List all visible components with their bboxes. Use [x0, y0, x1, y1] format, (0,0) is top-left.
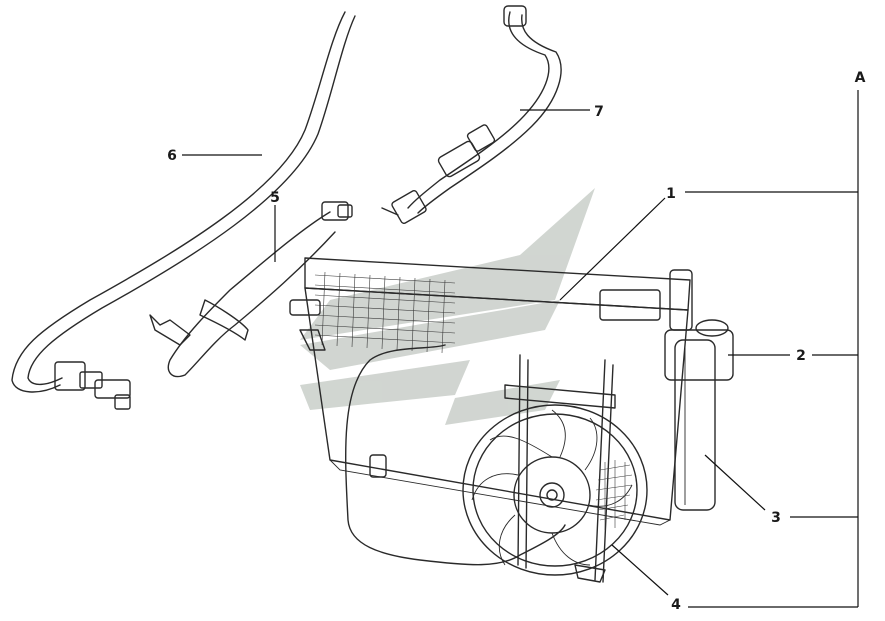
- receiver-drier-part-2-3: [664, 269, 734, 511]
- hose-part-6: [11, 11, 356, 410]
- callout-4: 4: [671, 597, 681, 613]
- condenser-part-1: [289, 257, 691, 566]
- callout-7: 7: [594, 104, 604, 120]
- cooling-fan-part-4: [462, 354, 648, 583]
- fan-motor-grid: [595, 460, 633, 530]
- watermark-logo: [300, 188, 595, 425]
- callout-1: 1: [666, 186, 676, 202]
- callout-6: 6: [167, 148, 177, 164]
- pipe-part-5: [149, 201, 353, 378]
- group-label-a: A: [855, 70, 866, 86]
- callout-3: 3: [771, 510, 781, 526]
- hose-part-7: [381, 5, 562, 224]
- callout-2: 2: [796, 348, 806, 364]
- condenser-grid: [314, 271, 456, 354]
- callout-5: 5: [270, 190, 280, 206]
- leader-lines: [182, 90, 859, 608]
